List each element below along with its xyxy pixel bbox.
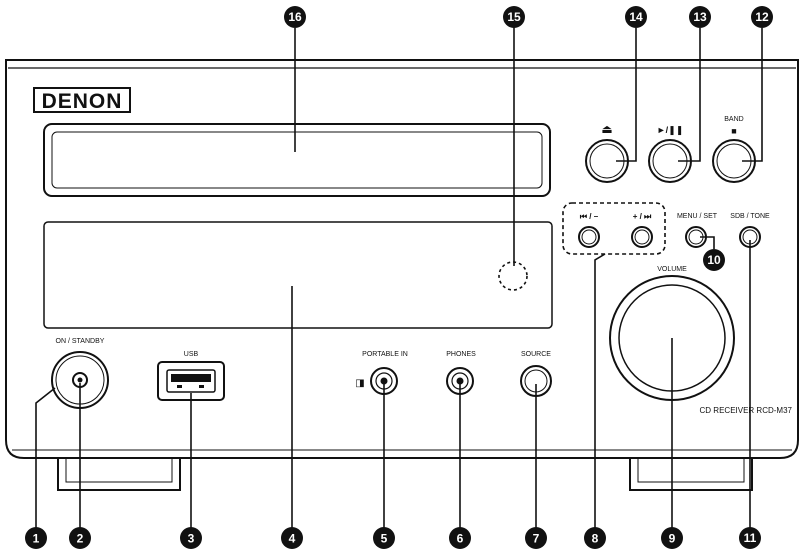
model-name: CD RECEIVER RCD-M37	[700, 406, 793, 415]
prev-minus-label: ⏮ / –	[580, 212, 599, 221]
remote-sensor	[498, 261, 528, 291]
callout-number-9: 9	[669, 532, 676, 546]
usb-port-tongue	[171, 374, 211, 382]
leader-1	[35, 387, 56, 533]
callout-badge-1	[25, 527, 47, 549]
play-pause-symbol: ►/❚❚	[657, 125, 684, 136]
cd-slot-outer	[43, 123, 551, 197]
on-standby-label: ON / STANDBY	[56, 338, 105, 345]
leader-8	[594, 253, 606, 533]
prev-minus-button-ring	[581, 229, 597, 245]
cd-slot-inner	[51, 131, 543, 189]
callout-number-16: 16	[288, 10, 302, 24]
right-foot	[629, 458, 753, 491]
callout-badge-7	[525, 527, 547, 549]
callout-badge-2	[69, 527, 91, 549]
callout-badge-13	[689, 6, 711, 28]
usb-contact-1	[177, 385, 182, 388]
menu-set-label: MENU / SET	[677, 213, 718, 220]
usb-contact-2	[199, 385, 204, 388]
power-indicator-dot	[77, 377, 83, 383]
band-label: BAND	[724, 116, 743, 123]
stop-symbol: ■	[731, 126, 736, 136]
callout-badge-15	[503, 6, 525, 28]
callout-number-8: 8	[592, 532, 599, 546]
callout-badge-14	[625, 6, 647, 28]
callout-number-11: 11	[744, 531, 757, 545]
callout-number-2: 2	[77, 532, 84, 546]
callout-number-1: 1	[33, 532, 40, 546]
leader-10	[700, 236, 715, 249]
callout-badge-4	[281, 527, 303, 549]
left-foot	[57, 458, 181, 491]
callout-badge-10	[703, 249, 725, 271]
right-foot-inner	[637, 458, 745, 483]
callout-number-15: 15	[507, 10, 521, 24]
plus-next-button-ring	[634, 229, 650, 245]
usb-port-inner	[166, 369, 216, 393]
callout-badge-9	[661, 527, 683, 549]
usb-label: USB	[184, 351, 199, 358]
display-window	[43, 221, 553, 329]
callout-badge-11	[739, 527, 761, 549]
plus-next-label: + / ⏭	[633, 212, 652, 221]
phones-label: PHONES	[446, 351, 476, 358]
callout-number-3: 3	[188, 532, 195, 546]
portable-in-indicator: ◨	[355, 378, 364, 389]
eject-symbol: ⏏	[601, 122, 612, 136]
callout-badge-6	[449, 527, 471, 549]
source-label: SOURCE	[521, 351, 551, 358]
sdb-tone-label: SDB / TONE	[730, 213, 770, 220]
leader-lines	[35, 24, 763, 533]
callout-number-14: 14	[629, 10, 643, 24]
brand-logo: DENON	[42, 90, 123, 113]
portable-in-jack-hole	[380, 377, 388, 385]
callout-badges: 1 2 3 4 5 6 7 8 9 10 11 12 13 14 15 16	[25, 6, 773, 549]
callout-badge-5	[373, 527, 395, 549]
skip-buttons-group	[562, 202, 666, 255]
brand-logo-box	[33, 87, 131, 113]
portable-in-label: PORTABLE IN	[362, 351, 408, 358]
phones-jack-hole	[456, 377, 464, 385]
callout-number-7: 7	[533, 532, 540, 546]
callout-number-12: 12	[755, 10, 769, 24]
leader-14	[616, 28, 637, 162]
left-foot-inner	[65, 458, 173, 483]
volume-label: VOLUME	[657, 266, 687, 273]
leader-13	[678, 28, 701, 162]
callout-number-5: 5	[381, 532, 388, 546]
callout-badge-16	[284, 6, 306, 28]
callout-badge-12	[751, 6, 773, 28]
callout-badge-3	[180, 527, 202, 549]
callout-badge-8	[584, 527, 606, 549]
callout-number-4: 4	[289, 532, 296, 546]
callout-number-6: 6	[457, 532, 464, 546]
leader-12	[742, 28, 763, 162]
callout-number-10: 10	[707, 253, 721, 267]
callout-number-13: 13	[693, 10, 707, 24]
